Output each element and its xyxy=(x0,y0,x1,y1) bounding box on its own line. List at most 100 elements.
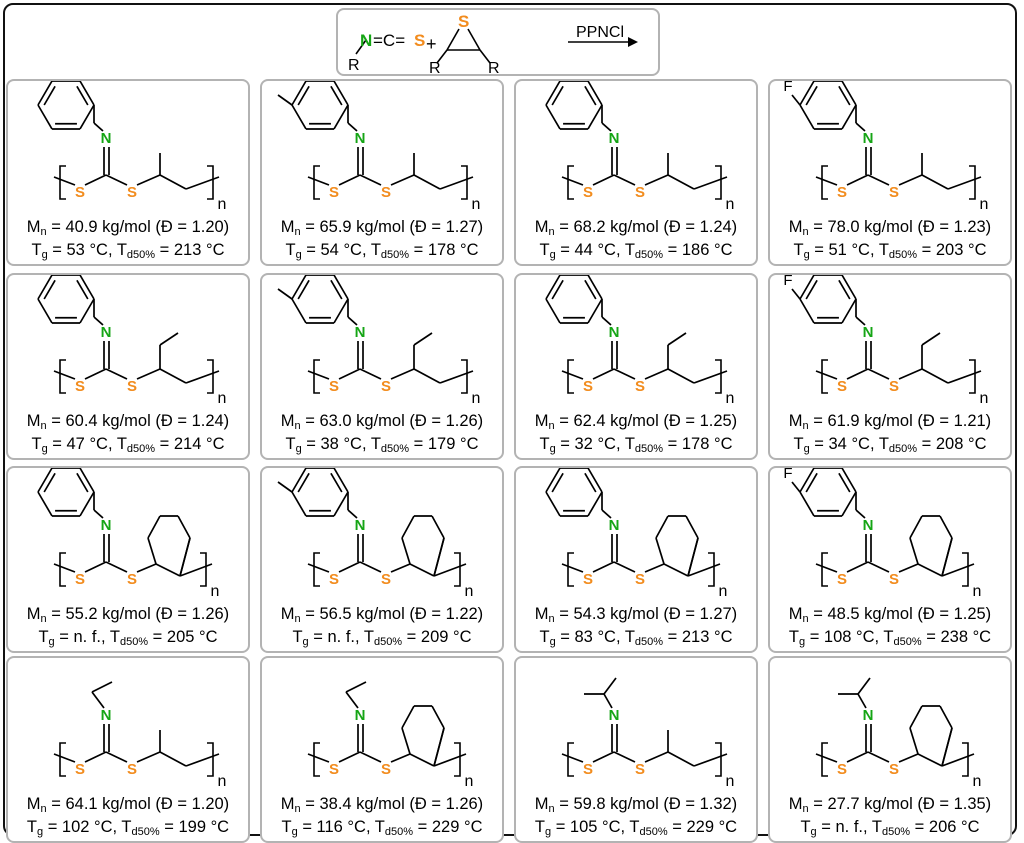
tolyl-methyl-bond xyxy=(277,94,293,106)
aryl-bond xyxy=(37,275,53,300)
repeat-unit-n: n xyxy=(211,583,220,600)
aryl-ring xyxy=(277,275,358,326)
repeat-unit-n: n xyxy=(726,390,735,407)
bracket-left xyxy=(567,359,574,394)
tg-symbol: T xyxy=(31,241,42,259)
td-subscript: d50% xyxy=(119,636,149,648)
repeat-unit-n: n xyxy=(218,773,227,790)
ring-fused-bond xyxy=(917,753,943,767)
sulfur-atom: S xyxy=(127,571,137,588)
bracket-right xyxy=(962,552,969,587)
chain-bond-c2-c3 xyxy=(667,751,695,767)
aryl-bond xyxy=(79,491,95,517)
aryl-n-bond xyxy=(855,122,866,132)
bracket-right xyxy=(969,359,976,394)
tg-symbol: T xyxy=(26,818,37,836)
repeat-unit-n: n xyxy=(465,773,474,790)
aryl-ring xyxy=(277,468,358,519)
mn-symbol: M xyxy=(788,795,803,813)
repeat-unit-n: n xyxy=(980,196,989,213)
tg-value: = 54 °C, T xyxy=(301,241,381,259)
aryl-ring xyxy=(37,275,104,326)
chain-bond-end xyxy=(693,753,728,767)
aryl-n-bond xyxy=(855,509,866,519)
tg-subscript: g xyxy=(549,249,556,261)
tg-symbol: T xyxy=(285,435,296,453)
tg-value: = n. f., T xyxy=(308,628,374,646)
td-value: = 229 °C xyxy=(413,818,483,836)
tg-subscript: g xyxy=(37,826,44,838)
mn-symbol: M xyxy=(788,605,803,623)
sulfur-atom: S xyxy=(583,184,593,201)
reaction-scheme-drawing: N =C= S R + S R R PPNCl xyxy=(348,12,638,77)
aryl-double-bond xyxy=(551,85,564,106)
sulfur-atom: S xyxy=(837,184,847,201)
chain-bond-c-s2 xyxy=(613,561,636,573)
aryl-double-bond xyxy=(76,472,89,493)
chain-bond-s1-c xyxy=(846,368,869,380)
aryl-double-bond xyxy=(551,472,564,493)
aryl-double-bond xyxy=(297,472,310,493)
aryl-ring xyxy=(37,81,104,132)
molar-mass-line: Mn = 54.3 kg/mol (Đ = 1.27) xyxy=(516,605,756,625)
fluorine-atom: F xyxy=(783,468,792,482)
chain-bond-end xyxy=(439,176,474,190)
tg-value: = 32 °C, T xyxy=(555,435,635,453)
sulfur-atom: S xyxy=(329,184,339,201)
sulfur-atom: S xyxy=(889,378,899,395)
cyclohexane-bond xyxy=(433,537,445,577)
chain-bond-start xyxy=(53,753,76,763)
tg-symbol: T xyxy=(800,818,811,836)
ethyl-bond-2 xyxy=(159,332,179,346)
mn-subscript: n xyxy=(548,803,555,815)
mn-value: = 64.1 kg/mol (Đ = 1.20) xyxy=(46,795,230,813)
aryl-bond xyxy=(799,468,815,493)
tg-value: = 102 °C, T xyxy=(43,818,132,836)
td-value: = 178 °C xyxy=(663,435,733,453)
thiirane-cs-left-bond xyxy=(446,28,460,51)
chain-bond-start xyxy=(53,370,76,380)
sulfur-atom: S xyxy=(583,378,593,395)
mn-value: = 40.9 kg/mol (Đ = 1.20) xyxy=(46,218,230,236)
chain-bond-c-s2 xyxy=(359,561,382,573)
bracket-left xyxy=(567,165,574,200)
cyclohexane-bond xyxy=(909,537,919,565)
repeat-unit-n: n xyxy=(218,196,227,213)
chain-bond-s2-c2 xyxy=(136,563,157,573)
td-subscript: d50% xyxy=(888,249,918,261)
td-value: = 179 °C xyxy=(409,435,479,453)
aryl-double-bond xyxy=(838,85,851,106)
td-subscript: d50% xyxy=(380,443,410,455)
chain-bond-start xyxy=(561,176,584,186)
nitrogen-atom: N xyxy=(355,324,366,341)
aryl-ring xyxy=(545,468,612,519)
cyclohexane-bond xyxy=(401,537,411,565)
aryl-double-bond xyxy=(43,85,56,106)
aryl-bond xyxy=(799,104,815,130)
mn-symbol: M xyxy=(26,218,41,236)
chain-bond-s2-c2 xyxy=(390,368,415,380)
sulfur-atom: S xyxy=(635,761,645,778)
cyclohexane-bond xyxy=(655,515,669,539)
tg-subscript: g xyxy=(803,443,810,455)
thermal-line: Tg = 51 °C, Td50% = 203 °C xyxy=(770,241,1010,261)
chain-bond-end xyxy=(693,370,728,384)
sulfur-atom: S xyxy=(127,378,137,395)
tg-symbol: T xyxy=(793,435,804,453)
thermal-line: Tg = 44 °C, Td50% = 186 °C xyxy=(516,241,756,261)
molar-mass-line: Mn = 38.4 kg/mol (Đ = 1.26) xyxy=(262,795,502,815)
mn-symbol: M xyxy=(26,412,41,430)
isothiocyanate-r: R xyxy=(348,57,360,74)
chain-bond-s2-c2 xyxy=(898,563,919,573)
mn-value: = 56.5 kg/mol (Đ = 1.22) xyxy=(300,605,484,623)
